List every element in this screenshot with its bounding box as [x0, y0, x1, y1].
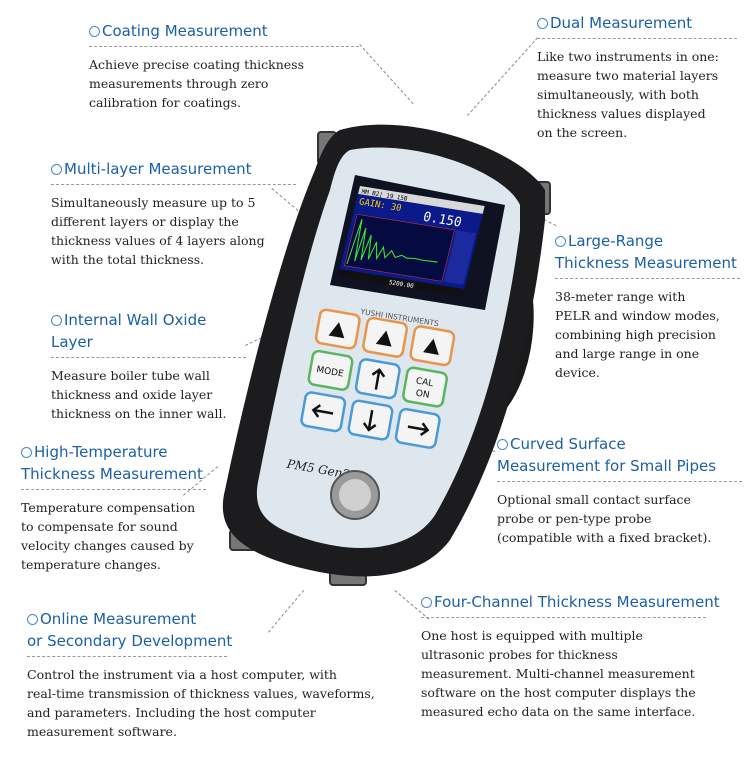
separator — [497, 481, 742, 482]
feature-coating-title: Coating Measurement — [89, 20, 359, 42]
circle-bullet-icon — [51, 315, 62, 326]
circle-bullet-icon — [421, 597, 432, 608]
key-arrow-right[interactable] — [394, 407, 441, 449]
arrow-right-icon — [407, 422, 430, 437]
separator — [51, 357, 246, 358]
lcd-screen: MM B2| 19 15B GAIN: 30 0.150 5200.00 — [337, 186, 485, 297]
circle-bullet-icon — [497, 439, 508, 450]
circle-bullet-icon — [555, 236, 566, 247]
feature-dual-body: Like two instruments in one:measure two … — [537, 49, 719, 140]
separator — [27, 656, 227, 657]
feature-fourchannel: Four-Channel Thickness Measurement One h… — [421, 591, 746, 721]
waveform — [346, 219, 438, 265]
feature-oxide-title: Internal Wall Oxide Layer — [51, 311, 207, 351]
arrow-left-icon — [311, 404, 334, 418]
circle-bullet-icon — [537, 18, 548, 29]
separator — [21, 489, 206, 490]
circle-bullet-icon — [89, 26, 100, 37]
screen-reading: 0.150 — [421, 210, 463, 231]
feature-dual-title: Dual Measurement — [537, 12, 737, 34]
circle-bullet-icon — [27, 614, 38, 625]
key-up-2[interactable] — [362, 316, 409, 358]
separator — [51, 184, 296, 185]
key-up-1[interactable] — [314, 308, 361, 350]
arrow-down-icon — [362, 410, 377, 432]
on-label: ON — [415, 389, 430, 401]
feature-oxide: Internal Wall Oxide Layer Measure boiler… — [51, 309, 246, 423]
feature-multilayer: Multi-layer Measurement Simultaneously m… — [51, 158, 296, 269]
feature-fourchannel-title: Four-Channel Thickness Measurement — [421, 591, 746, 613]
leader-line — [359, 44, 414, 105]
feature-online-body: Control the instrument via a host comput… — [27, 667, 375, 739]
triangle-up-icon — [375, 330, 392, 347]
feature-dual: Dual Measurement Like two instruments in… — [537, 12, 737, 142]
arrow-up-icon — [371, 368, 386, 390]
mode-label: MODE — [316, 365, 345, 380]
leader-line — [466, 37, 538, 117]
separator — [537, 38, 737, 39]
key-up-3[interactable] — [409, 325, 456, 367]
screen-bottom-bar: 5200.00 — [388, 279, 415, 290]
circle-bullet-icon — [21, 447, 32, 458]
cal-label: CAL — [415, 376, 434, 389]
key-mode[interactable]: MODE — [307, 349, 354, 391]
key-arrow-left[interactable] — [300, 391, 347, 433]
key-arrow-down[interactable] — [347, 399, 394, 441]
thickness-gauge-device: MM B2| 19 15B GAIN: 30 0.150 5200.00 YUS… — [222, 124, 551, 586]
feature-coating: Coating Measurement Achieve precise coat… — [89, 20, 359, 112]
separator — [421, 617, 706, 618]
triangle-up-icon — [328, 322, 345, 339]
circle-bullet-icon — [51, 164, 62, 175]
separator — [89, 46, 359, 47]
feature-multilayer-title: Multi-layer Measurement — [51, 158, 296, 180]
triangle-up-icon — [423, 338, 439, 355]
separator — [555, 278, 740, 279]
key-arrow-up[interactable] — [354, 358, 401, 400]
